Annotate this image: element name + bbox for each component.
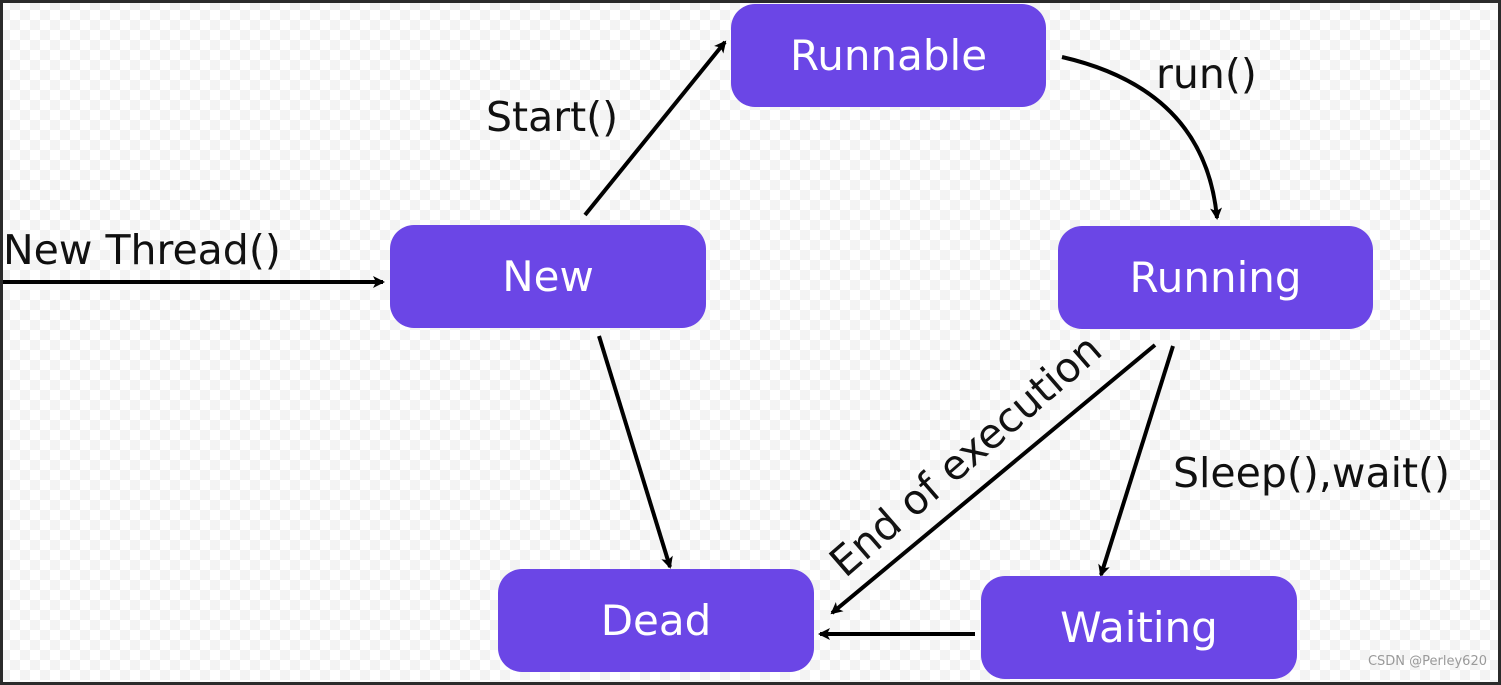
arrow-runnable-to-running <box>1061 55 1223 220</box>
node-runnable: Runnable <box>731 4 1046 107</box>
label-start: Start() <box>486 93 619 141</box>
arrow-running-to-waiting <box>1098 345 1175 577</box>
label-sleep-wait: Sleep(),wait() <box>1173 449 1451 497</box>
arrow-new-to-dead <box>597 335 673 569</box>
label-run: run() <box>1156 50 1257 98</box>
node-running: Running <box>1058 226 1373 329</box>
arrow-running-to-dead <box>830 343 1157 615</box>
node-waiting: Waiting <box>981 576 1297 679</box>
node-dead: Dead <box>498 569 814 672</box>
label-new-thread: New Thread() <box>3 226 281 274</box>
node-new: New <box>390 225 706 328</box>
arrow-new-to-runnable <box>583 40 727 217</box>
watermark: CSDN @Perley620 <box>1367 654 1487 669</box>
